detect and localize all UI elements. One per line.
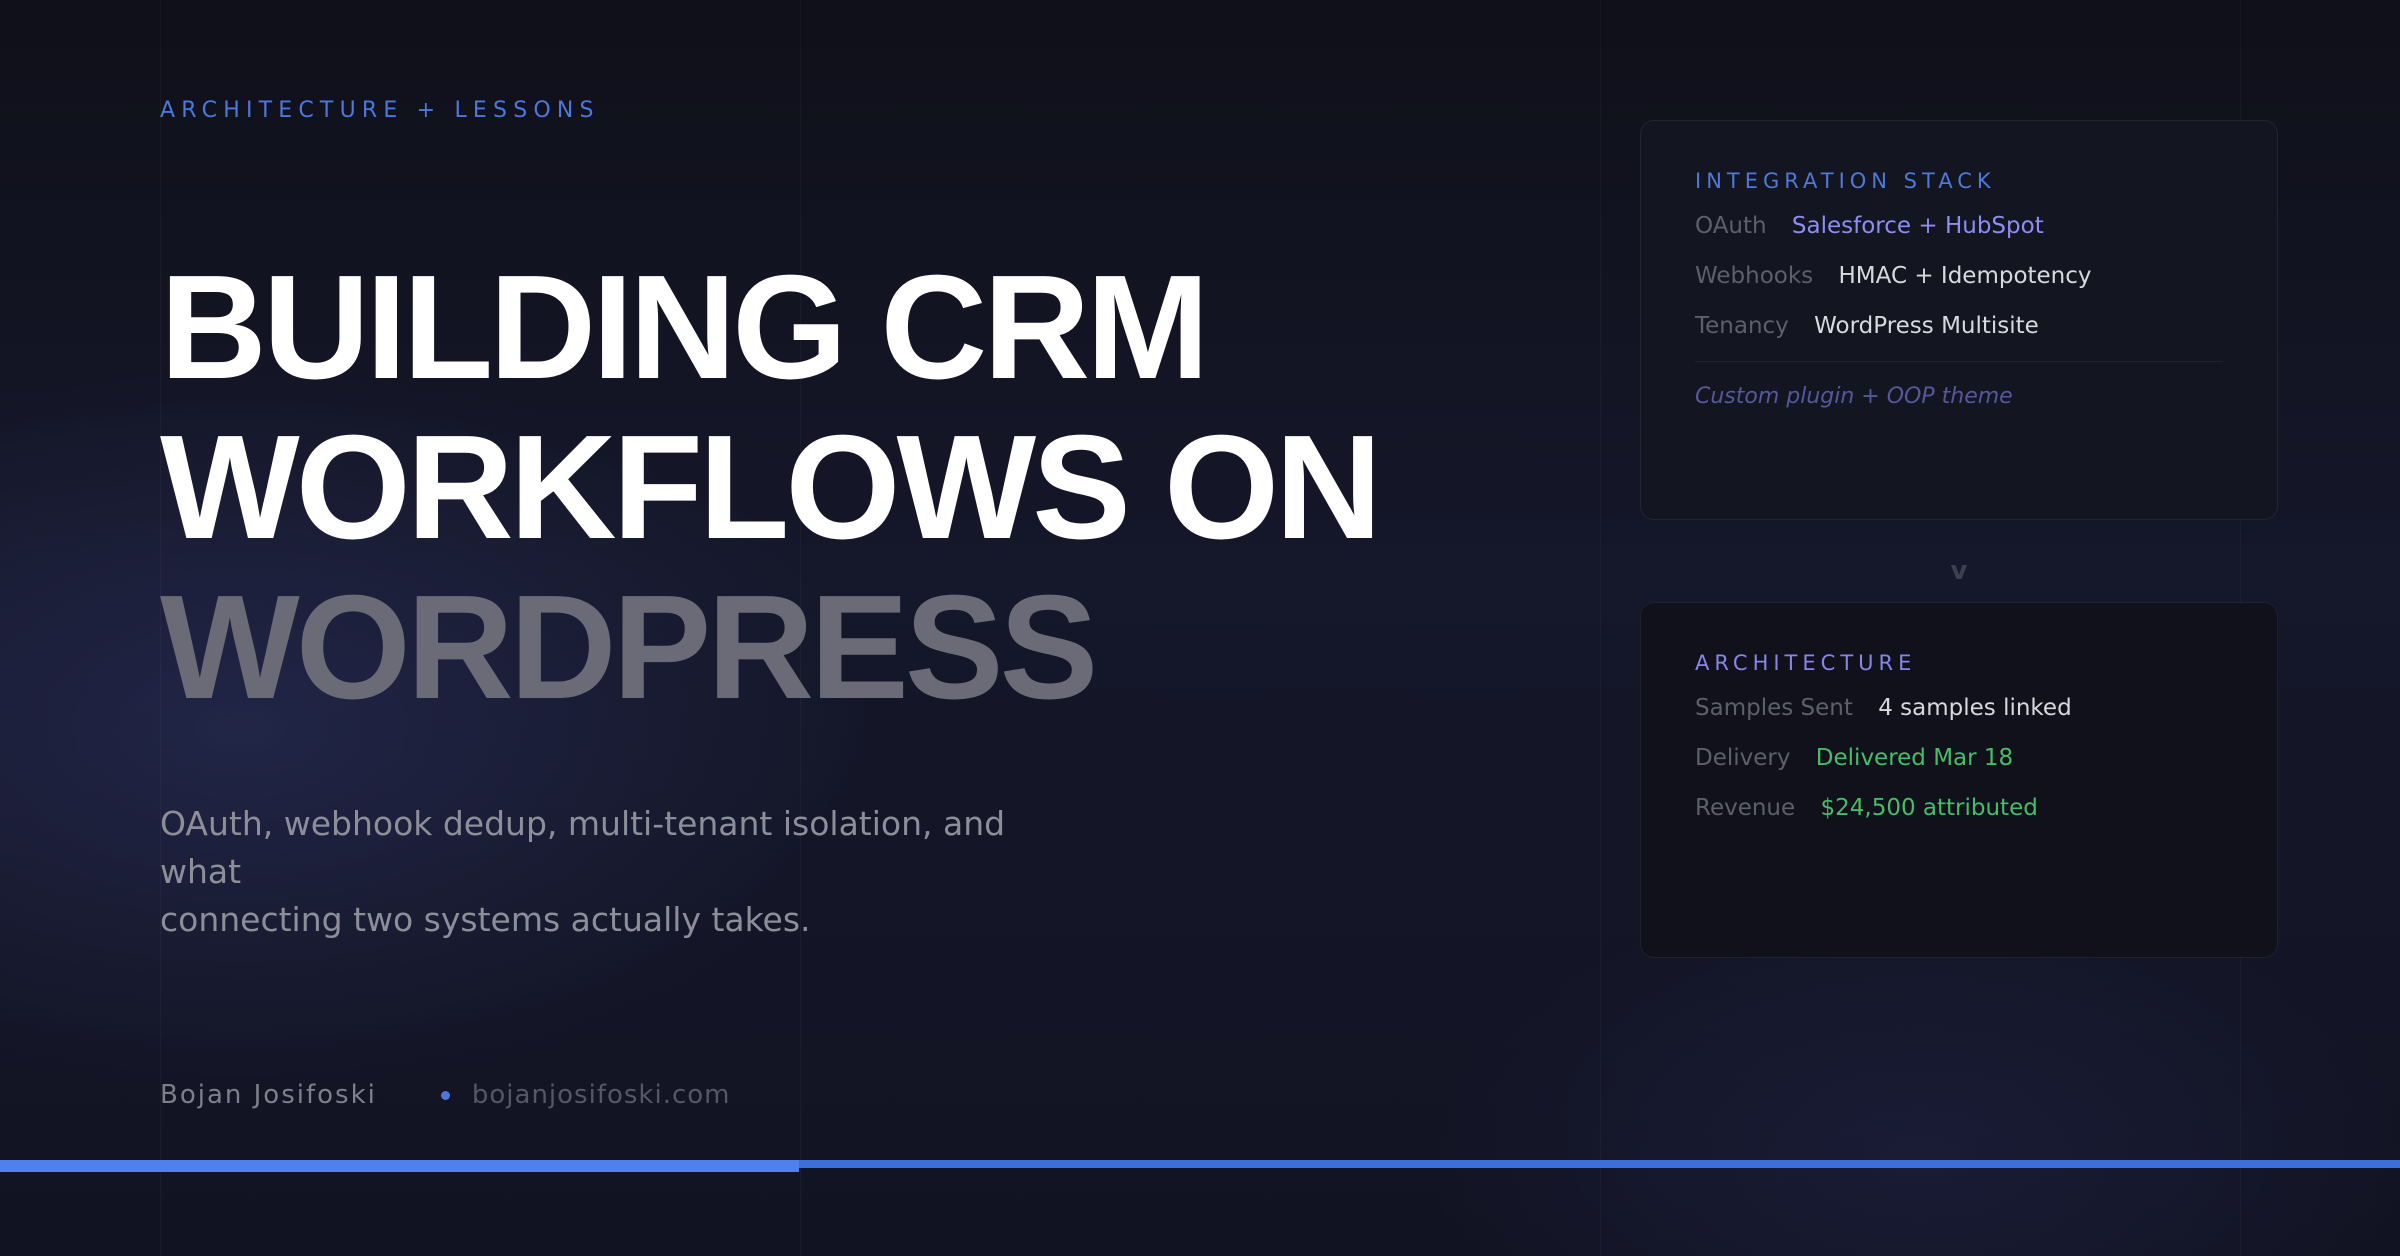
row-value: Salesforce + HubSpot <box>1791 213 2044 239</box>
row-key: Tenancy <box>1695 313 1789 339</box>
subtitle: OAuth, webhook dedup, multi-tenant isola… <box>160 800 1060 944</box>
page-title: BUILDING CRM WORKFLOWS ON WORDPRESS <box>160 245 1382 730</box>
site-link[interactable]: bojanjosifoski.com <box>471 1080 731 1110</box>
card-title: INTEGRATION STACK <box>1695 169 1996 193</box>
row-value: WordPress Multisite <box>1814 313 2039 339</box>
row-value: Delivered Mar 18 <box>1815 745 2014 771</box>
author-name: Bojan Josifoski <box>160 1080 377 1110</box>
progress-bar-fill <box>0 1160 800 1172</box>
integration-stack-card: INTEGRATION STACK OAuth Salesforce + Hub… <box>1640 120 2278 520</box>
row-key: Revenue <box>1695 795 1796 821</box>
arch-row-revenue: Revenue $24,500 attributed <box>1695 793 2223 823</box>
subtitle-line-1: OAuth, webhook dedup, multi-tenant isola… <box>160 804 1006 891</box>
stack-row-tenancy: Tenancy WordPress Multisite <box>1695 311 2223 341</box>
headline-line-1: BUILDING CRM <box>160 245 1209 410</box>
divider <box>1695 361 2223 362</box>
row-key: Delivery <box>1695 745 1791 771</box>
row-value: 4 samples linked <box>1878 695 2072 721</box>
architecture-card: ARCHITECTURE Samples Sent 4 samples link… <box>1640 602 2278 958</box>
stack-row-webhooks: Webhooks HMAC + Idempotency <box>1695 261 2223 291</box>
separator-dot-icon <box>440 1090 450 1100</box>
row-key: OAuth <box>1695 213 1767 239</box>
arch-row-samples: Samples Sent 4 samples linked <box>1695 693 2223 723</box>
row-key: Webhooks <box>1695 263 1814 289</box>
stack-row-oauth: OAuth Salesforce + HubSpot <box>1695 211 2223 241</box>
card-note: Custom plugin + OOP theme <box>1695 384 2013 409</box>
byline: Bojan Josifoski bojanjosifoski.com <box>160 1080 731 1110</box>
headline-line-2: WORKFLOWS ON <box>160 405 1382 570</box>
headline-line-3: WORDPRESS <box>160 565 1098 730</box>
progress-bar <box>0 1160 2400 1172</box>
row-value: HMAC + Idempotency <box>1838 263 2092 289</box>
chevron-down-icon: v <box>1950 556 1968 586</box>
eyebrow-label: ARCHITECTURE + LESSONS <box>160 98 600 123</box>
grid-line <box>1600 0 1601 1256</box>
subtitle-line-2: connecting two systems actually takes. <box>160 900 811 939</box>
row-key: Samples Sent <box>1695 695 1853 721</box>
card-title: ARCHITECTURE <box>1695 651 1917 675</box>
arch-row-delivery: Delivery Delivered Mar 18 <box>1695 743 2223 773</box>
row-value: $24,500 attributed <box>1820 795 2038 821</box>
